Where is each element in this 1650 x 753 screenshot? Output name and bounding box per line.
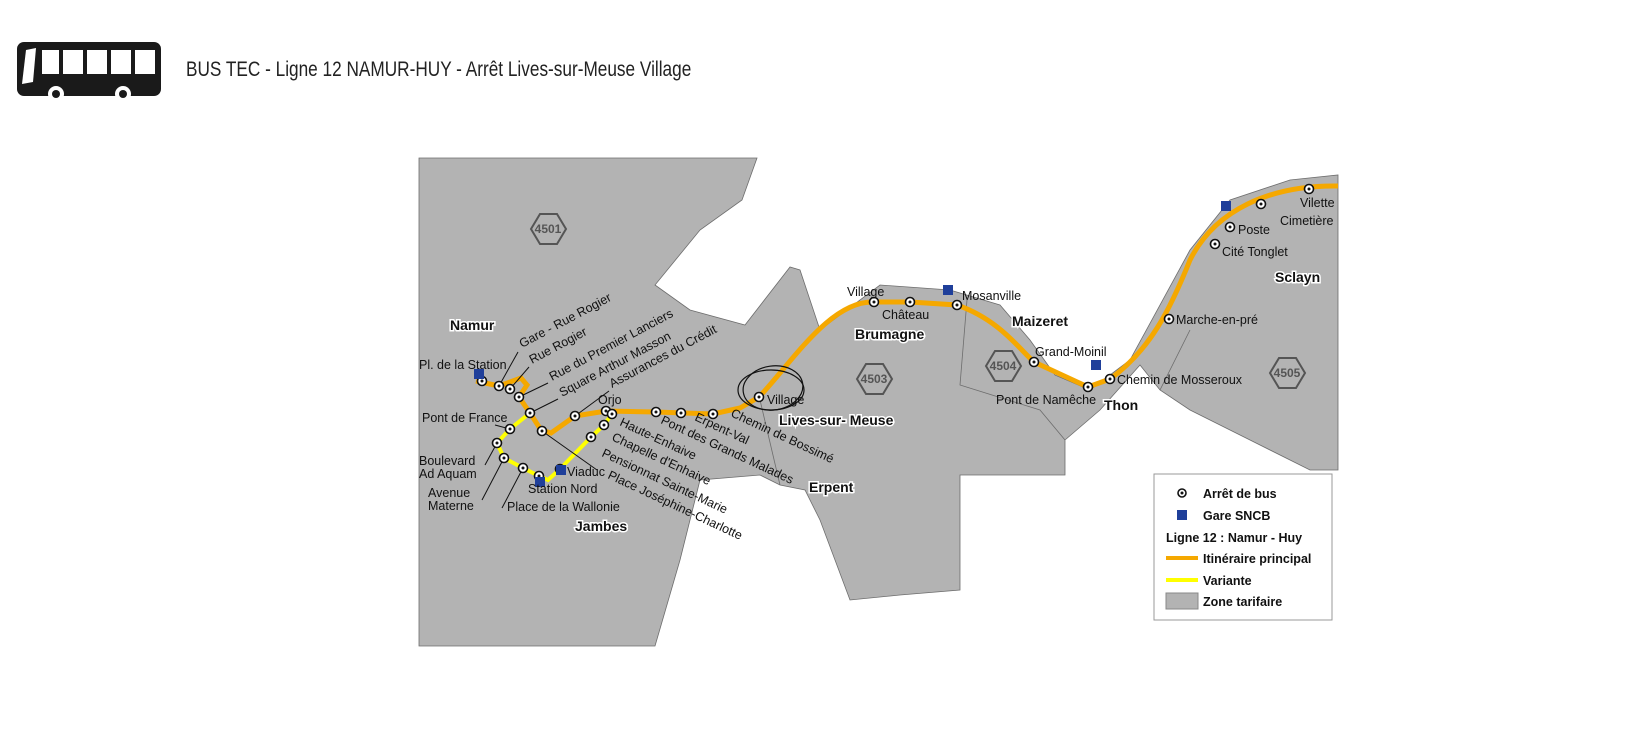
bus-stop-icon	[1224, 221, 1236, 233]
train-station-icon	[1177, 510, 1187, 520]
bus-stop-icon	[1255, 198, 1267, 210]
bus-stop-icon	[1082, 381, 1094, 393]
stop-label: Viaduc	[567, 465, 605, 479]
zone-4505: 4505	[1268, 357, 1307, 389]
bus-stop-icon	[493, 380, 505, 392]
stop-label: Mosanville	[962, 289, 1021, 303]
place-label: Namur	[450, 317, 495, 333]
legend-line-title: Ligne 12 : Namur - Huy	[1166, 531, 1302, 545]
stop-label: Pont de France	[422, 411, 508, 425]
stop-label: Cimetière	[1280, 214, 1334, 228]
train-station-icon	[943, 285, 953, 295]
bus-stop-icon	[536, 425, 548, 437]
place-labels: Namur Jambes Lives-sur- Meuse Erpent Bru…	[449, 268, 1322, 536]
stop-label: Boulevard	[419, 454, 475, 468]
bus-stop-icon	[753, 391, 765, 403]
stop-label: Vilette	[1300, 196, 1335, 210]
header: BUS TEC - Ligne 12 NAMUR-HUY - Arrêt Liv…	[16, 40, 802, 100]
train-station-icon	[1221, 201, 1231, 211]
bus-icon	[17, 42, 161, 100]
zone-4503: 4503	[855, 363, 894, 395]
train-station-icon	[1091, 360, 1101, 370]
bus-stop-icon	[951, 299, 963, 311]
page-title: BUS TEC - Ligne 12 NAMUR-HUY - Arrêt Liv…	[186, 58, 692, 81]
stop-label: Orjo	[598, 393, 622, 407]
bus-stop-icon	[585, 431, 597, 443]
legend-zone: Zone tarifaire	[1203, 595, 1282, 609]
stop-label: Pl. de la Station	[419, 358, 507, 372]
train-station-icon	[474, 369, 484, 379]
train-station-icons	[474, 201, 1231, 487]
bus-stop-icon	[1028, 356, 1040, 368]
zone-4504: 4504	[984, 350, 1023, 382]
main-route	[475, 183, 1339, 436]
bus-stop-icon	[524, 407, 536, 419]
place-label: Brumagne	[855, 326, 924, 342]
stop-label: Chemin de Mosseroux	[1117, 373, 1243, 387]
stop-label: Pont de Namêche	[996, 393, 1096, 407]
bus-stop-icon	[606, 408, 618, 420]
legend: Arrêt de bus Gare SNCB Ligne 12 : Namur …	[1153, 473, 1333, 621]
svg-text:4505: 4505	[1274, 366, 1301, 380]
stop-label: Cité Tonglet	[1222, 245, 1288, 259]
stop-label: Materne	[428, 499, 474, 513]
stop-label: Grand-Moinil	[1035, 345, 1107, 359]
bus-stop-icon	[498, 452, 510, 464]
stop-label: Station Nord	[528, 482, 598, 496]
legend-variant: Variante	[1203, 574, 1252, 588]
stop-label: Marche-en-pré	[1176, 313, 1258, 327]
bus-stop-icon	[517, 462, 529, 474]
stop-label: Poste	[1238, 223, 1270, 237]
stop-label: Place de la Wallonie	[507, 500, 620, 514]
bus-stop-icon	[675, 407, 687, 419]
place-label: Jambes	[575, 518, 627, 534]
place-label: Sclayn	[1275, 269, 1320, 285]
highlight-circle	[737, 365, 805, 411]
place-label: Thon	[1104, 397, 1138, 413]
bus-stop-icon	[1303, 183, 1315, 195]
bus-stop-icon	[707, 408, 719, 420]
bus-stop-icon	[904, 296, 916, 308]
svg-text:4501: 4501	[535, 222, 562, 236]
svg-text:4503: 4503	[861, 372, 888, 386]
place-label: Erpent	[809, 479, 854, 495]
bus-stop-icon	[650, 406, 662, 418]
legend-bus-stop: Arrêt de bus	[1203, 487, 1277, 501]
legend-main-route: Itinéraire principal	[1203, 552, 1311, 566]
bus-stop-icon	[1163, 313, 1175, 325]
bus-stop-icon	[1209, 238, 1221, 250]
bus-stop-icon	[868, 296, 880, 308]
bus-stop-icon	[598, 419, 610, 431]
bus-stop-icon	[504, 383, 516, 395]
stop-label: Ad Aquam	[419, 467, 477, 481]
bus-stop-icon	[513, 391, 525, 403]
stop-label-highlighted: Village	[767, 393, 804, 407]
stop-label: Avenue	[428, 486, 470, 500]
bus-stop-icon	[1104, 373, 1116, 385]
legend-station: Gare SNCB	[1203, 509, 1270, 523]
bus-stop-icon	[491, 437, 503, 449]
stop-label: Château	[882, 308, 929, 322]
fare-zones	[418, 157, 1339, 647]
train-station-icon	[535, 477, 545, 487]
place-label: Maizeret	[1012, 313, 1068, 329]
zone-4501: 4501	[529, 213, 568, 245]
stop-label: Village	[847, 285, 884, 299]
train-station-icon	[556, 465, 566, 475]
bus-stop-icon	[504, 423, 516, 435]
svg-text:4504: 4504	[990, 359, 1017, 373]
bus-stop-icon	[1177, 488, 1187, 498]
place-label: Lives-sur- Meuse	[779, 412, 894, 428]
bus-stop-icon	[569, 410, 581, 422]
